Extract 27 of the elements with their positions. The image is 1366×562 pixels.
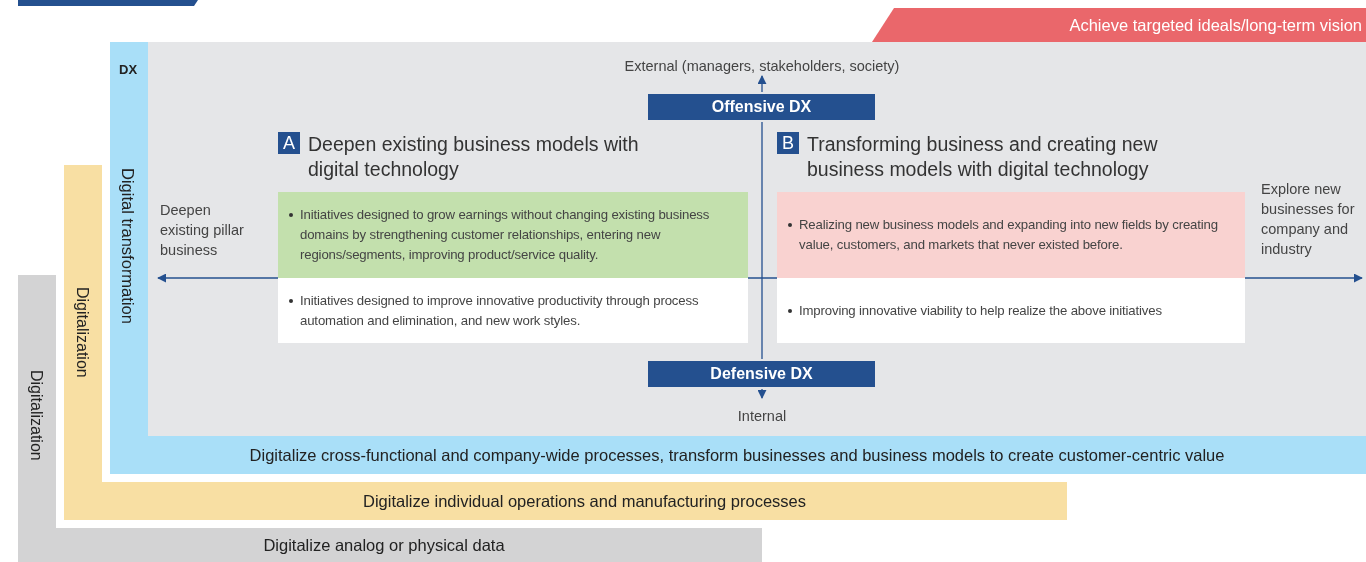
- quadrant-heading: Deepen existing business models with digital technology: [308, 132, 640, 182]
- band-title: Digital transformation: [118, 168, 137, 324]
- initiative-text: Initiatives designed to improve innovative productivity through process automation and elimination, and new work styles.: [300, 291, 700, 330]
- band-label: Digitalize cross-functional and company-wide processes, transform businesses and business models to create customer-centric value: [248, 445, 1226, 466]
- dx-label: Defensive DX: [648, 361, 875, 387]
- band-label: Digitalize analog or physical data: [262, 535, 506, 556]
- dx-band: [110, 42, 1366, 474]
- axis-label: Explore new businesses for company and industry: [1261, 180, 1356, 259]
- initiative-box: [777, 192, 1245, 278]
- axis-label: Deepen existing pillar business: [160, 201, 245, 260]
- vision-banner: Achieve targeted ideals/long-term vision: [872, 8, 1366, 42]
- band-title: Digitalization: [27, 370, 45, 461]
- initiative-box: [278, 192, 748, 278]
- band-title: DX: [119, 62, 138, 77]
- initiative-text: Improving innovative viability to help realize the above initiatives: [799, 301, 1162, 320]
- dx-label: Offensive DX: [648, 94, 875, 120]
- initiative-box: [777, 278, 1245, 343]
- band-title: Digitalization: [73, 287, 91, 378]
- initiative-text: Realizing new business models and expanding into new fields by creating value, customers, and markets that never existed before.: [799, 216, 1219, 254]
- initiative-box: [278, 278, 748, 343]
- band-label: Digitalize individual operations and manufacturing processes: [362, 491, 807, 512]
- letter-badge: B: [777, 132, 799, 154]
- letter-badge: A: [278, 132, 300, 154]
- axis-label: External (managers, stakeholders, society): [623, 57, 901, 76]
- axis-label: Internal: [736, 407, 788, 426]
- quadrant-heading: Transforming business and creating new business models with digital technology: [807, 132, 1159, 182]
- initiative-text: Initiatives designed to grow earnings without changing existing business domains by strengthening customer relationships, entering new regions/segments, improving product/service quality.: [300, 206, 711, 264]
